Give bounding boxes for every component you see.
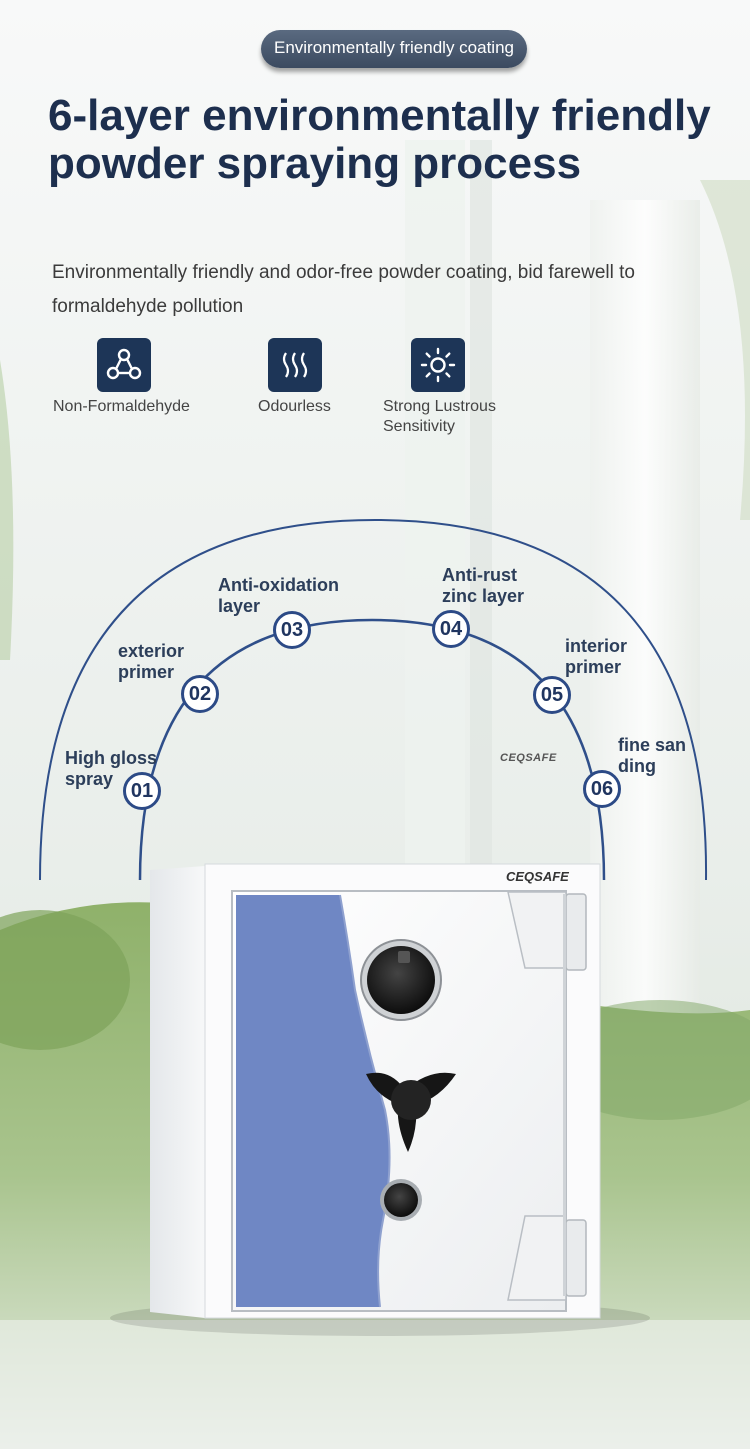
step-number-03: 03: [273, 611, 311, 649]
feature-odourless: Odourless: [258, 338, 331, 417]
step-number-05: 05: [533, 676, 571, 714]
step-number-02: 02: [181, 675, 219, 713]
step-label-05: interior primer: [565, 636, 628, 677]
step-number-04: 04: [432, 610, 470, 648]
step-label-03: Anti-oxidation layer: [218, 575, 339, 616]
molecule-icon: [97, 338, 151, 392]
feature-label: Odourless: [258, 398, 331, 415]
feature-non-formaldehyde: Non-Formaldehyde: [53, 338, 190, 417]
coating-badge: Environmentally friendly coating: [261, 30, 527, 68]
step-label-04: Anti-rust zinc layer: [442, 565, 525, 606]
feature-label: Non-Formaldehyde: [53, 398, 190, 415]
feature-label: Strong Lustrous Sensitivity: [383, 398, 496, 435]
step-label-02: exterior primer: [118, 641, 185, 682]
odour-waves-icon: [268, 338, 322, 392]
step-number-06: 06: [583, 770, 621, 808]
page-subtitle: Environmentally friendly and odor-free p…: [52, 262, 635, 317]
sun-shine-icon: [411, 338, 465, 392]
page-headline: 6-layer environmentally friendly powder …: [48, 91, 711, 188]
step-label-01: High gloss spray: [65, 748, 158, 789]
step-label-06: fine san ding: [618, 735, 687, 776]
feature-strong-lustrous: Strong Lustrous Sensitivity: [383, 338, 543, 437]
brand-plate: CEQSAFE: [506, 869, 569, 884]
step-number-01: 01: [123, 772, 161, 810]
brand-watermark: CEQSAFE: [500, 752, 557, 764]
